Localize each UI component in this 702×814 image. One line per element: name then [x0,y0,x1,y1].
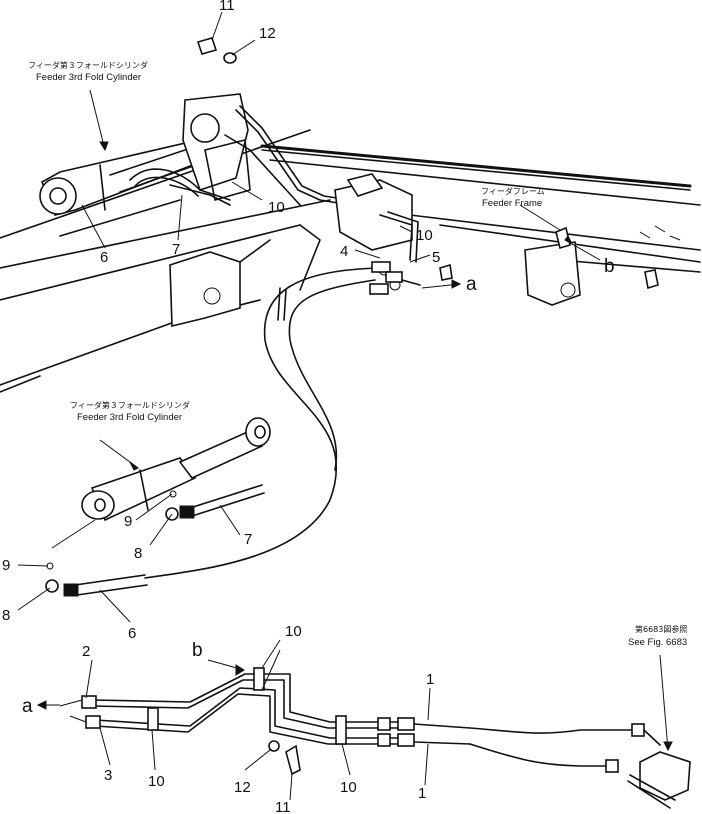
part-number-10: 10 [268,199,285,216]
caption-middle-cylinder-en: Feeder 3rd Fold Cylinder [77,412,182,423]
upper-mount-bracket [129,93,251,206]
part-number-10: 10 [416,227,433,244]
caption-feeder-frame-jp: フィーダフレーム [481,186,545,196]
connection-label-b: b [604,256,615,277]
part-number-9: 9 [2,557,10,574]
caption-upper-cylinder-jp: フィーダ第３フォールドシリンダ [28,60,148,70]
part-number-12: 12 [234,779,251,796]
part-number-6: 6 [100,249,108,266]
caption-middle-cylinder-jp: フィーダ第３フォールドシリンダ [70,400,190,410]
part-number-5: 5 [432,249,440,266]
part-number-2: 2 [82,643,90,660]
part-number-10: 10 [285,623,302,640]
valve-fittings [369,261,421,295]
caption-upper-cylinder-en: Feeder 3rd Fold Cylinder [36,72,141,83]
part-number-9: 9 [124,513,132,530]
connection-label-b: b [192,640,203,661]
part-number-8: 8 [2,607,10,624]
caption-see-figure-jp: 第6683図参照 [635,624,687,634]
part-number-6: 6 [128,625,136,642]
part-number-12: 12 [259,25,276,42]
connection-label-a: a [22,696,33,717]
connection-label-a: a [466,274,477,295]
feeder-frame-structure [0,129,701,393]
middle-fold-cylinder [81,417,271,522]
part-number-11: 11 [275,799,291,814]
caption-feeder-frame-en: Feeder Frame [482,198,542,209]
top-bolt-washer [196,37,237,64]
caption-see-figure-en: See Fig. 6683 [628,637,687,648]
middle-pipe-7 [165,484,265,521]
part-number-7: 7 [244,531,252,548]
part-number-8: 8 [134,545,142,562]
valve-block [334,173,419,291]
arrow-heads [36,141,673,752]
part-number-1: 1 [426,671,434,688]
part-number-1: 1 [418,785,426,802]
part-number-7: 7 [172,241,180,258]
long-hose-6 [144,267,381,579]
part-number-11: 11 [219,0,235,14]
part-number-4: 4 [340,243,348,260]
bottom-piping [59,667,691,809]
part-number-10: 10 [148,773,165,790]
middle-pipe-6 [45,519,148,597]
part-number-10: 10 [340,779,357,796]
part-number-3: 3 [104,767,112,784]
